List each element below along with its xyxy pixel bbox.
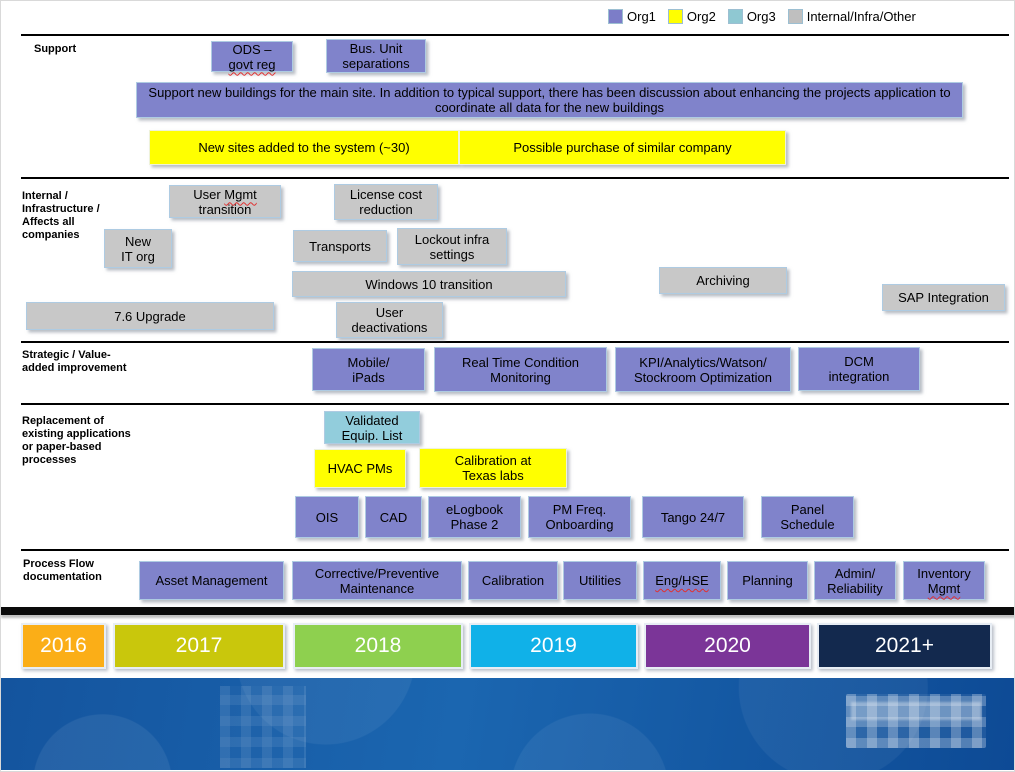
roadmap-box-possible-purchase: Possible purchase of similar company xyxy=(459,130,786,165)
roadmap-box-dcm-integration: DCM integration xyxy=(798,347,920,391)
roadmap-box-admin-reliability: Admin/ Reliability xyxy=(814,561,896,600)
legend-label: Org3 xyxy=(746,9,776,24)
legend: Org1 Org2 Org3 Internal/Infra/Other xyxy=(608,9,916,24)
roadmap-box-planning: Planning xyxy=(727,561,808,600)
box-text: User Mgmt xyxy=(193,187,257,202)
roadmap-box-windows-10-transition: Windows 10 transition xyxy=(292,271,566,297)
legend-item-org3: Org3 xyxy=(727,9,776,24)
roadmap-box-utilities: Utilities xyxy=(563,561,637,600)
row-label-replacement: Replacement of existing applications or … xyxy=(22,415,131,466)
roadmap-box-pm-freq-onboarding: PM Freq. Onboarding xyxy=(528,496,631,538)
roadmap-box-lockout-infra-settings: Lockout infra settings xyxy=(397,228,507,265)
roadmap-box-ods-govt-reg: ODS – govt reg xyxy=(211,41,293,72)
roadmap-box-transports: Transports xyxy=(293,230,387,262)
roadmap-box-mobile-ipads: Mobile/ iPads xyxy=(312,348,425,391)
roadmap-box-new-sites: New sites added to the system (~30) xyxy=(149,130,459,165)
roadmap-box-bus-unit-separations: Bus. Unit separations xyxy=(326,39,426,73)
roadmap-box-corrective-preventive-maintenance: Corrective/Preventive Maintenance xyxy=(292,561,462,600)
roadmap-box-tango-247: Tango 24/7 xyxy=(642,496,744,538)
year-bar-2019: 2019 xyxy=(469,623,638,669)
roadmap-box-hvac-pms: HVAC PMs xyxy=(314,449,406,488)
row-divider xyxy=(21,403,1009,405)
row-divider xyxy=(21,34,1009,36)
legend-item-internal: Internal/Infra/Other xyxy=(787,9,916,24)
roadmap-box-76-upgrade: 7.6 Upgrade xyxy=(26,302,274,330)
roadmap-box-elogbook-phase-2: eLogbook Phase 2 xyxy=(428,496,521,538)
roadmap-box-inventory-mgmt: Inventory Mgmt xyxy=(903,561,985,600)
legend-item-org2: Org2 xyxy=(667,9,716,24)
row-label-support: Support xyxy=(34,43,77,55)
roadmap-box-new-it-org: New IT org xyxy=(104,229,172,268)
box-text: User xyxy=(193,186,225,202)
row-label-process-flow: Process Flow documentation xyxy=(23,558,102,583)
box-text-misspelled: Mgmt xyxy=(927,580,961,596)
company-logo-blurred xyxy=(846,694,986,748)
roadmap-box-eng-hse: Eng/HSE xyxy=(643,561,721,600)
box-text-misspelled: Mgmt xyxy=(224,186,257,202)
roadmap-box-calibration: Calibration xyxy=(468,561,558,600)
row-label-strategic: Strategic / Value- added improvement xyxy=(22,349,127,374)
legend-label: Internal/Infra/Other xyxy=(806,9,916,24)
roadmap-box-calibration-texas-labs: Calibration at Texas labs xyxy=(419,448,567,488)
roadmap-box-support-new-buildings: Support new buildings for the main site.… xyxy=(136,82,963,118)
row-divider xyxy=(21,177,1009,179)
row-divider xyxy=(21,549,1009,551)
legend-label: Org2 xyxy=(686,9,716,24)
org1-color-swatch xyxy=(608,9,623,24)
roadmap-box-license-cost-reduction: License cost reduction xyxy=(334,184,438,220)
box-text: ODS – xyxy=(232,41,272,57)
roadmap-box-panel-schedule: Panel Schedule xyxy=(761,496,854,538)
roadmap-box-archiving: Archiving xyxy=(659,267,787,294)
roadmap-box-asset-management: Asset Management xyxy=(139,561,284,600)
row-divider xyxy=(21,341,1009,343)
org3-color-swatch xyxy=(727,9,743,24)
roadmap-box-kpi-analytics-watson: KPI/Analytics/Watson/ Stockroom Optimiza… xyxy=(615,347,791,392)
year-bar-2018: 2018 xyxy=(293,623,463,669)
roadmap-box-user-mgmt-transition: User Mgmt transition xyxy=(169,185,281,218)
roadmap-box-sap-integration: SAP Integration xyxy=(882,284,1005,311)
roadmap-box-validated-equip-list: Validated Equip. List xyxy=(324,411,420,444)
roadmap-box-cad: CAD xyxy=(365,496,422,538)
legend-item-org1: Org1 xyxy=(608,9,656,24)
roadmap-box-user-deactivations: User deactivations xyxy=(336,302,443,338)
roadmap-box-ois: OIS xyxy=(295,496,359,538)
timeline-divider-bar xyxy=(1,607,1014,615)
box-text-misspelled: govt reg xyxy=(228,56,276,72)
internal-color-swatch xyxy=(787,9,803,24)
legend-label: Org1 xyxy=(627,9,656,24)
roadmap-box-real-time-condition-monitoring: Real Time Condition Monitoring xyxy=(434,347,607,392)
year-bar-2017: 2017 xyxy=(113,623,285,669)
org2-color-swatch xyxy=(667,9,683,24)
box-text-misspelled: Eng/HSE xyxy=(655,573,709,588)
year-bar-2020: 2020 xyxy=(644,623,811,669)
box-text: Inventory xyxy=(917,565,971,581)
decorative-pixel-blocks xyxy=(220,686,306,768)
box-text: transition xyxy=(198,201,252,217)
row-label-internal: Internal / Infrastructure / Affects all … xyxy=(22,190,100,241)
year-bar-2021plus: 2021+ xyxy=(817,623,992,669)
company-logo-highlight xyxy=(851,702,981,720)
year-bar-2016: 2016 xyxy=(21,623,106,669)
footer-banner xyxy=(1,678,1014,770)
